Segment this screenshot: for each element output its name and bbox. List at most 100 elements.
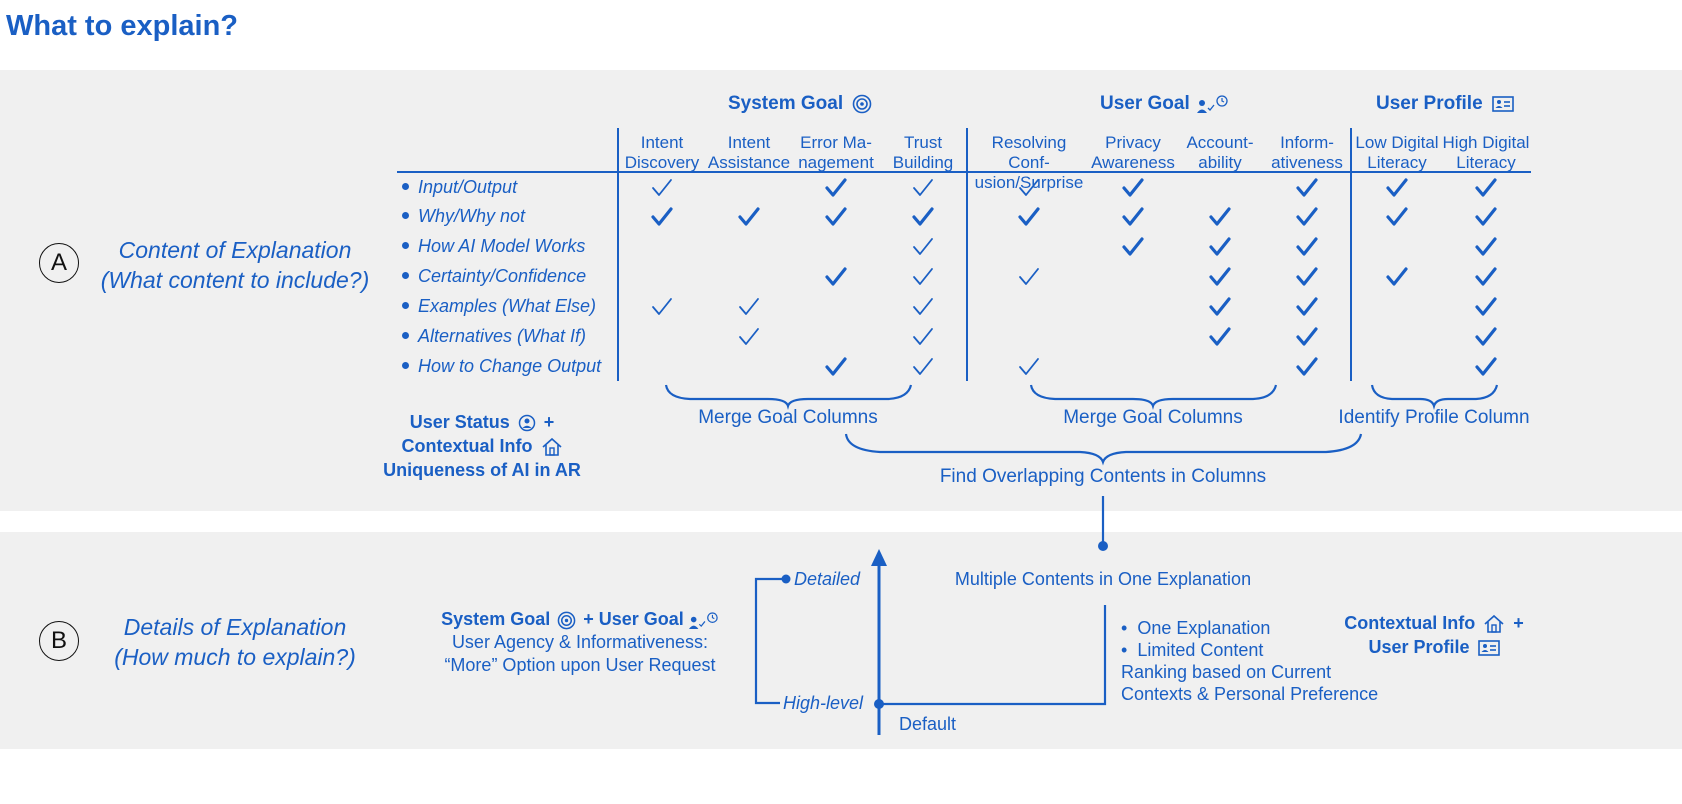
bullet-dot bbox=[402, 241, 409, 249]
merge-label-system: Merge Goal Columns bbox=[698, 407, 878, 428]
agency-line3: “More” Option upon User Request bbox=[444, 655, 716, 675]
checkmark-bold-icon bbox=[1296, 178, 1318, 197]
column-header-line2: Assistance bbox=[707, 153, 791, 172]
target-icon bbox=[853, 94, 872, 114]
target-icon bbox=[557, 611, 576, 630]
row-label: Certainty/Confidence bbox=[402, 266, 586, 287]
section-a-title-line1: Content of Explanation bbox=[118, 237, 352, 263]
agency-line2: User Agency & Informativeness: bbox=[451, 632, 709, 652]
row-label-text: Examples (What Else) bbox=[418, 296, 597, 316]
checkmark-bold-icon bbox=[1386, 207, 1408, 226]
column-header-line2: Awareness bbox=[1091, 153, 1175, 172]
checkmark-icon bbox=[652, 298, 672, 315]
contextual-info-label: Contextual Info bbox=[401, 436, 533, 456]
bullet-dot bbox=[402, 301, 409, 309]
house-icon bbox=[1484, 615, 1504, 634]
context-a: User Status + Contextual Info Uniqueness… bbox=[372, 410, 592, 482]
column-header-line1: Trust bbox=[903, 133, 943, 152]
column-header-line2: Literacy bbox=[1367, 153, 1427, 172]
checkmark-bold-icon bbox=[1209, 237, 1231, 256]
bullet-dot bbox=[402, 331, 409, 339]
row-label-text: Input/Output bbox=[418, 177, 518, 197]
group-user-goal-label: User Goal bbox=[1100, 93, 1190, 114]
column-header-line1: Low Digital bbox=[1355, 133, 1439, 152]
column-header-line1: Account- bbox=[1186, 133, 1254, 152]
checkmark-icon bbox=[913, 298, 933, 315]
checkmark-bold-icon bbox=[1296, 237, 1318, 256]
checkmark-bold-icon bbox=[1296, 357, 1318, 376]
user-status-label: User Status bbox=[409, 412, 510, 432]
overlap-label: Find Overlapping Contents in Columns bbox=[939, 466, 1267, 487]
row-label: Examples (What Else) bbox=[402, 296, 596, 317]
context-b-contextual-info: Contextual Info bbox=[1344, 613, 1476, 633]
context-a-line3: Uniqueness of AI in AR bbox=[383, 460, 581, 480]
checkmark-bold-icon bbox=[825, 267, 847, 286]
context-b-line1: Contextual Info + bbox=[1330, 611, 1538, 635]
column-header-line1: Resolving Conf- bbox=[991, 133, 1067, 172]
column-header-line2: ativeness bbox=[1271, 153, 1343, 172]
checkmark-bold-icon bbox=[1209, 207, 1231, 226]
user-check-clock-icon bbox=[688, 612, 718, 629]
group-user-profile-label: User Profile bbox=[1376, 93, 1483, 114]
column-header-line2: Discovery bbox=[624, 153, 700, 172]
column-header-line2: Literacy bbox=[1456, 153, 1516, 172]
section-a-title-line2: (What content to include?) bbox=[100, 267, 370, 293]
section-a-marker: A bbox=[39, 243, 79, 283]
checkmark-bold-icon bbox=[1122, 207, 1144, 226]
checkmark-bold-icon bbox=[1475, 237, 1497, 256]
context-b: Contextual Info + User Profile bbox=[1330, 611, 1538, 659]
checkmark-bold-icon bbox=[1475, 267, 1497, 286]
checkmark-bold-icon bbox=[1209, 267, 1231, 286]
checkmark-bold-icon bbox=[1296, 327, 1318, 346]
checkmark-bold-icon bbox=[825, 357, 847, 376]
column-header: Inform-ativeness bbox=[1247, 133, 1367, 173]
multi-contents-label: Multiple Contents in One Explanation bbox=[954, 569, 1252, 589]
bullet-dot bbox=[402, 182, 409, 190]
bullet-text-0: One Explanation bbox=[1137, 618, 1271, 638]
checkmark-bold-icon bbox=[1122, 237, 1144, 256]
section-b-title: Details of Explanation (How much to expl… bbox=[80, 612, 390, 672]
row-label: Alternatives (What If) bbox=[402, 326, 586, 347]
section-b-title-line1: Details of Explanation bbox=[123, 614, 347, 640]
id-card-icon bbox=[1492, 96, 1514, 112]
checkmark-icon bbox=[913, 268, 933, 285]
checkmark-bold-icon bbox=[1296, 297, 1318, 316]
row-label-text: Why/Why not bbox=[418, 206, 526, 226]
checkmark-bold-icon bbox=[912, 207, 934, 226]
bullet-dot bbox=[402, 211, 409, 219]
column-header-line1: Intent bbox=[727, 133, 771, 152]
checkmark-bold-icon bbox=[1296, 207, 1318, 226]
context-b-plus: + bbox=[1513, 613, 1524, 633]
agency-system-goal: System Goal bbox=[441, 609, 551, 629]
column-header: Resolving Conf-usion/Surprise bbox=[969, 133, 1089, 193]
bullet-text-1: Limited Content bbox=[1137, 640, 1264, 660]
agency-line1: System Goal + User Goal bbox=[420, 608, 740, 631]
column-header: Error Ma-nagement bbox=[776, 133, 896, 173]
checkmark-icon bbox=[913, 179, 933, 196]
context-b-line2: User Profile bbox=[1330, 635, 1538, 659]
checkmark-icon bbox=[913, 238, 933, 255]
row-label: Why/Why not bbox=[402, 206, 525, 227]
group-system-goal-label: System Goal bbox=[728, 93, 844, 114]
row-label-text: Certainty/Confidence bbox=[418, 266, 587, 286]
group-user-goal: User Goal bbox=[1100, 93, 1229, 115]
checkmark-icon bbox=[1019, 179, 1039, 196]
row-label-text: Alternatives (What If) bbox=[418, 326, 587, 346]
row-label: How to Change Output bbox=[402, 356, 601, 377]
panel-content-of-explanation bbox=[0, 70, 1682, 511]
column-header: Account-ability bbox=[1160, 133, 1280, 173]
section-b-title-line2: (How much to explain?) bbox=[114, 644, 356, 670]
column-header-line2: ability bbox=[1198, 153, 1242, 172]
checkmark-bold-icon bbox=[1475, 357, 1497, 376]
bullet-item-0: • One Explanation bbox=[1121, 618, 1271, 638]
group-system-goal: System Goal bbox=[728, 93, 872, 115]
ranking-line1: Ranking based on Current bbox=[1121, 662, 1332, 682]
column-header-line1: Intent bbox=[640, 133, 684, 152]
group-user-profile: User Profile bbox=[1376, 93, 1514, 115]
checkmark-icon bbox=[1019, 358, 1039, 375]
user-circle-icon bbox=[518, 415, 536, 432]
checkmark-bold-icon bbox=[1296, 267, 1318, 286]
agency-plus: + bbox=[583, 609, 594, 629]
